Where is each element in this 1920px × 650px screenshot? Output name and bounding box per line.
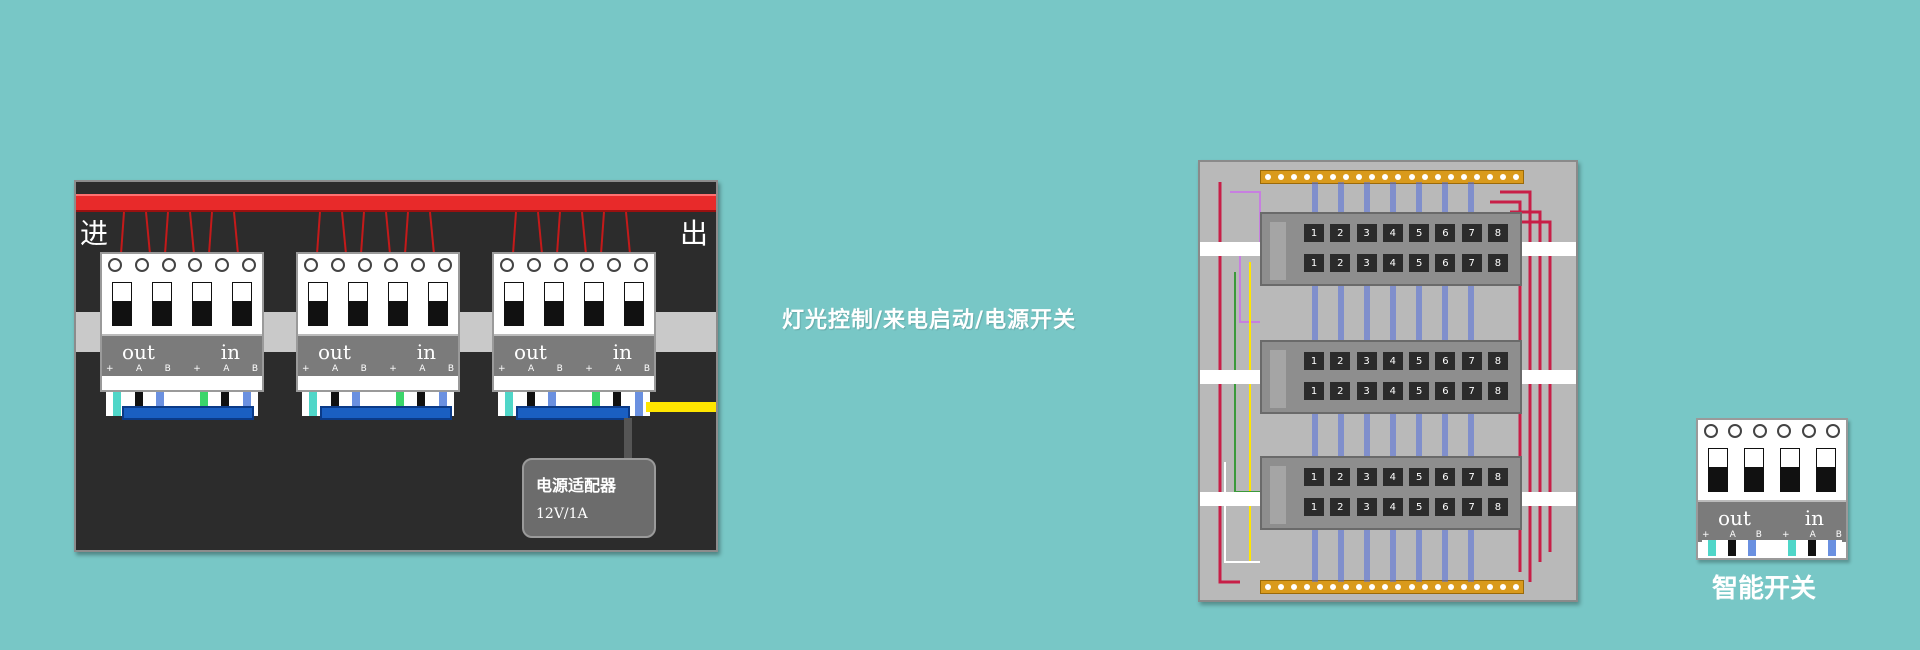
adapter-spec: 12V/1A <box>536 506 588 522</box>
bus-link-1 <box>122 406 254 420</box>
out-label: out <box>1718 506 1751 530</box>
key: 4 <box>1382 224 1403 242</box>
key: 2 <box>1330 468 1351 486</box>
key: 5 <box>1409 254 1430 272</box>
toggle-switches <box>1708 448 1836 496</box>
out-label: out <box>122 340 155 364</box>
key: 4 <box>1382 468 1403 486</box>
screw-holes <box>500 258 648 278</box>
key: 4 <box>1382 352 1403 370</box>
power-adapter: 电源适配器 12V/1A <box>522 458 656 538</box>
terminal-block <box>1702 540 1842 556</box>
key: 3 <box>1356 382 1377 400</box>
key: 6 <box>1435 224 1456 242</box>
key: 6 <box>1435 254 1456 272</box>
key: 6 <box>1435 468 1456 486</box>
key: 6 <box>1435 352 1456 370</box>
key: 5 <box>1409 468 1430 486</box>
key: 3 <box>1356 468 1377 486</box>
key: 1 <box>1304 382 1324 400</box>
smart-switch-label: 智能开关 <box>1712 574 1817 604</box>
red-power-bus <box>76 194 716 212</box>
out-label: out <box>514 340 547 364</box>
adapter-cable <box>624 418 632 460</box>
key: 8 <box>1487 498 1508 516</box>
key: 6 <box>1435 498 1456 516</box>
key: 1 <box>1304 254 1324 272</box>
key: 5 <box>1409 352 1430 370</box>
key: 4 <box>1382 254 1403 272</box>
screw-holes <box>108 258 256 278</box>
screw-holes <box>1704 424 1840 444</box>
out-label: out <box>318 340 351 364</box>
feature-caption: 灯光控制/来电启动/电源开关 <box>782 308 1077 333</box>
in-label: in <box>220 340 240 364</box>
key: 5 <box>1409 498 1430 516</box>
key: 7 <box>1461 352 1482 370</box>
exit-label: 出 <box>679 217 708 250</box>
in-label: in <box>416 340 436 364</box>
in-label: in <box>612 340 632 364</box>
key: 5 <box>1409 382 1430 400</box>
key: 2 <box>1330 224 1351 242</box>
key: 1 <box>1304 224 1324 242</box>
bus-link-3 <box>516 406 630 420</box>
key: 3 <box>1356 498 1377 516</box>
key: 5 <box>1409 224 1430 242</box>
key: 4 <box>1382 498 1403 516</box>
key: 3 <box>1356 224 1377 242</box>
bottom-terminal-strip <box>1260 580 1524 594</box>
key: 2 <box>1330 382 1351 400</box>
yellow-power-wire <box>646 402 716 412</box>
key: 8 <box>1487 224 1508 242</box>
adapter-name: 电源适配器 <box>536 476 617 495</box>
key: 1 <box>1304 352 1324 370</box>
toggle-switches <box>504 282 644 330</box>
entry-label: 进 <box>80 217 109 250</box>
key: 8 <box>1487 468 1508 486</box>
toggle-switches <box>308 282 448 330</box>
toggle-switches <box>112 282 252 330</box>
key: 7 <box>1461 382 1482 400</box>
key: 8 <box>1487 382 1508 400</box>
bus-link-2 <box>320 406 452 420</box>
key: 2 <box>1330 254 1351 272</box>
screw-holes <box>304 258 452 278</box>
key: 3 <box>1356 254 1377 272</box>
key: 8 <box>1487 352 1508 370</box>
key: 1 <box>1304 468 1324 486</box>
red-drop-wires <box>120 211 631 255</box>
key: 7 <box>1461 254 1482 272</box>
key: 6 <box>1435 382 1456 400</box>
in-label: in <box>1804 506 1824 530</box>
key: 2 <box>1330 498 1351 516</box>
key: 4 <box>1382 382 1403 400</box>
key: 2 <box>1330 352 1351 370</box>
key: 7 <box>1461 224 1482 242</box>
key: 8 <box>1487 254 1508 272</box>
key: 7 <box>1461 468 1482 486</box>
key: 7 <box>1461 498 1482 516</box>
key: 3 <box>1356 352 1377 370</box>
key: 1 <box>1304 498 1324 516</box>
